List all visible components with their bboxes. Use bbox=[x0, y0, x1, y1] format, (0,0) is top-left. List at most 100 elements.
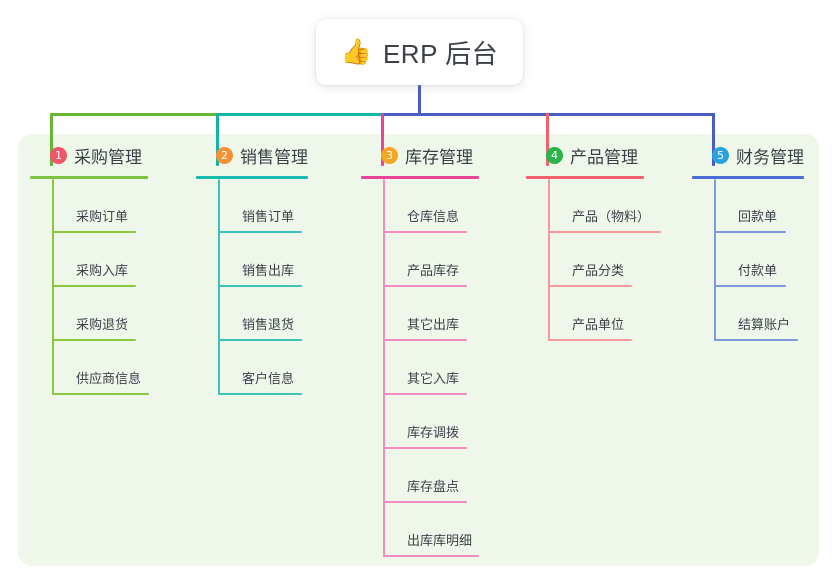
leaf-item-label: 客户信息 bbox=[242, 371, 295, 386]
column-header-5[interactable]: 5 财务管理 bbox=[692, 142, 804, 168]
leaf-item-rule bbox=[714, 339, 798, 341]
leaf-item[interactable]: 回款单 bbox=[714, 179, 804, 233]
column-rule-2 bbox=[196, 176, 308, 179]
leaf-item-rule bbox=[383, 285, 467, 287]
column-spine-2 bbox=[218, 179, 220, 395]
leaf-item[interactable]: 采购入库 bbox=[52, 233, 149, 287]
root-node-content: 👍 ERP 后台 bbox=[341, 34, 498, 71]
connector-drop-5 bbox=[712, 113, 715, 166]
leaf-item-rule bbox=[548, 339, 632, 341]
leaf-item-rule bbox=[218, 285, 302, 287]
column-title-3: 库存管理 bbox=[405, 147, 473, 167]
column-4: 4 产品管理产品（物料） 产品分类产品单位 bbox=[526, 142, 661, 341]
thumbs-up-icon: 👍 bbox=[340, 37, 372, 66]
column-header-2[interactable]: 2 销售管理 bbox=[196, 142, 308, 168]
leaf-item-rule bbox=[383, 555, 479, 557]
leaf-item-rule bbox=[548, 231, 661, 233]
leaf-item-label: 结算账户 bbox=[738, 317, 791, 332]
connector-bus-segment-2 bbox=[216, 113, 383, 116]
leaf-item-label: 采购退货 bbox=[76, 317, 129, 332]
leaf-item[interactable]: 产品库存 bbox=[383, 233, 479, 287]
column-items-1: 采购订单采购入库采购退货供应商信息 bbox=[30, 179, 149, 395]
leaf-item-label: 产品库存 bbox=[407, 263, 460, 278]
root-node-title: ERP 后台 bbox=[382, 38, 499, 69]
connector-root-stem bbox=[418, 85, 421, 116]
column-2: 2 销售管理销售订单销售出库销售退货客户信息 bbox=[196, 142, 308, 395]
leaf-item-label: 库存盘点 bbox=[407, 479, 460, 494]
leaf-item[interactable]: 其它入库 bbox=[383, 341, 479, 395]
leaf-item[interactable]: 其它出库 bbox=[383, 287, 479, 341]
leaf-item-label: 产品（物料） bbox=[572, 209, 651, 224]
column-title-4: 产品管理 bbox=[570, 147, 638, 167]
column-spine-5 bbox=[714, 179, 716, 341]
leaf-item-label: 出库库明细 bbox=[407, 533, 473, 548]
leaf-item-rule bbox=[218, 339, 302, 341]
root-node-erp-backend[interactable]: 👍 ERP 后台 bbox=[316, 19, 523, 85]
leaf-item-rule bbox=[383, 339, 467, 341]
column-3: 3 库存管理仓库信息产品库存其它出库其它入库库存调拨库存盘点出库库明细 bbox=[361, 142, 479, 557]
column-badge-3: 3 bbox=[381, 146, 398, 164]
leaf-item[interactable]: 付款单 bbox=[714, 233, 804, 287]
column-badge-2: 2 bbox=[216, 146, 233, 164]
leaf-item[interactable]: 库存盘点 bbox=[383, 449, 479, 503]
leaf-item-label: 销售订单 bbox=[242, 209, 295, 224]
column-rule-5 bbox=[692, 176, 804, 179]
leaf-item-label: 库存调拨 bbox=[407, 425, 460, 440]
leaf-item-label: 付款单 bbox=[738, 263, 778, 278]
column-1: 1 采购管理采购订单采购入库采购退货供应商信息 bbox=[30, 142, 149, 395]
leaf-item[interactable]: 销售出库 bbox=[218, 233, 308, 287]
leaf-item[interactable]: 采购订单 bbox=[52, 179, 149, 233]
leaf-item[interactable]: 出库库明细 bbox=[383, 503, 479, 557]
connector-drop-4 bbox=[546, 113, 549, 166]
column-rule-4 bbox=[526, 176, 644, 179]
leaf-item-rule bbox=[52, 285, 136, 287]
leaf-item-rule bbox=[218, 393, 302, 395]
column-title-5: 财务管理 bbox=[736, 147, 804, 167]
connector-drop-1 bbox=[50, 113, 53, 166]
leaf-item[interactable]: 产品分类 bbox=[548, 233, 661, 287]
leaf-item[interactable]: 结算账户 bbox=[714, 287, 804, 341]
column-spine-1 bbox=[52, 179, 54, 395]
column-items-4: 产品（物料） 产品分类产品单位 bbox=[526, 179, 661, 341]
leaf-item[interactable]: 销售订单 bbox=[218, 179, 308, 233]
column-badge-4: 4 bbox=[546, 146, 563, 164]
column-badge-5: 5 bbox=[712, 146, 729, 164]
leaf-item-rule bbox=[714, 285, 786, 287]
leaf-item-rule bbox=[218, 231, 302, 233]
column-header-1[interactable]: 1 采购管理 bbox=[30, 142, 149, 168]
connector-bus-segment-1 bbox=[50, 113, 218, 116]
leaf-item[interactable]: 产品单位 bbox=[548, 287, 661, 341]
leaf-item-rule bbox=[714, 231, 786, 233]
leaf-item-label: 产品分类 bbox=[572, 263, 625, 278]
leaf-item[interactable]: 销售退货 bbox=[218, 287, 308, 341]
leaf-item[interactable]: 客户信息 bbox=[218, 341, 308, 395]
leaf-item[interactable]: 仓库信息 bbox=[383, 179, 479, 233]
column-spine-4 bbox=[548, 179, 550, 341]
column-header-4[interactable]: 4 产品管理 bbox=[526, 142, 661, 168]
leaf-item-label: 回款单 bbox=[738, 209, 778, 224]
column-badge-1: 1 bbox=[50, 146, 67, 164]
column-title-2: 销售管理 bbox=[240, 147, 308, 167]
column-title-1: 采购管理 bbox=[74, 147, 142, 167]
column-items-2: 销售订单销售出库销售退货客户信息 bbox=[196, 179, 308, 395]
column-items-5: 回款单付款单结算账户 bbox=[692, 179, 804, 341]
column-items-3: 仓库信息产品库存其它出库其它入库库存调拨库存盘点出库库明细 bbox=[361, 179, 479, 557]
leaf-item-rule bbox=[52, 339, 136, 341]
leaf-item-label: 其它出库 bbox=[407, 317, 460, 332]
leaf-item-rule bbox=[52, 231, 136, 233]
column-5: 5 财务管理回款单付款单结算账户 bbox=[692, 142, 804, 341]
leaf-item-rule bbox=[548, 285, 632, 287]
leaf-item[interactable]: 产品（物料） bbox=[548, 179, 661, 233]
leaf-item[interactable]: 库存调拨 bbox=[383, 395, 479, 449]
leaf-item[interactable]: 供应商信息 bbox=[52, 341, 149, 395]
leaf-item-rule bbox=[383, 231, 467, 233]
leaf-item[interactable]: 采购退货 bbox=[52, 287, 149, 341]
column-header-3[interactable]: 3 库存管理 bbox=[361, 142, 479, 168]
leaf-item-label: 采购订单 bbox=[76, 209, 129, 224]
connector-drop-2 bbox=[216, 113, 219, 166]
leaf-item-rule bbox=[383, 501, 467, 503]
leaf-item-label: 销售退货 bbox=[242, 317, 295, 332]
column-rule-1 bbox=[30, 176, 148, 179]
column-rule-3 bbox=[361, 176, 479, 179]
